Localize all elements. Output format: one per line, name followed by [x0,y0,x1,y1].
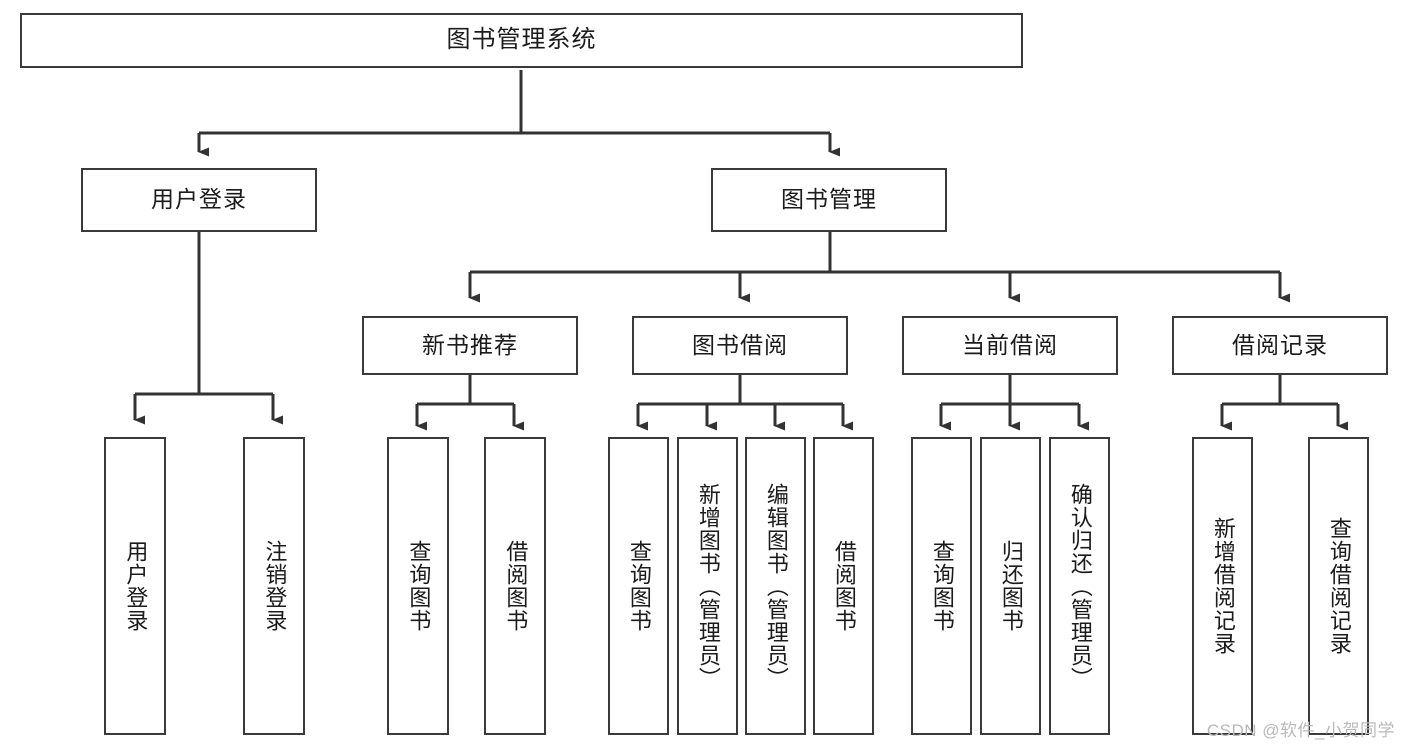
watermark: CSDN @软件_小贺同学 [1206,721,1395,740]
node-leaf-user-logout[interactable]: 注销登录 [243,437,305,735]
node-root-label: 图书管理系统 [446,26,597,54]
node-leaf-add-book[interactable]: 新增图书（管理员） [677,437,738,735]
node-root[interactable]: 图书管理系统 [20,13,1023,68]
node-leaf-borrow-book-1[interactable]: 借阅图书 [484,437,546,735]
node-borrow-record[interactable]: 借阅记录 [1172,316,1388,375]
node-leaf-return-book[interactable]: 归还图书 [980,437,1041,735]
node-leaf-query-book-1[interactable]: 查询图书 [387,437,449,735]
node-borrow-record-label: 借阅记录 [1232,331,1328,358]
node-leaf-borrow-book-1-label: 借阅图书 [503,540,529,632]
node-leaf-confirm-return-label: 确认归还（管理员） [1067,482,1093,690]
node-leaf-confirm-return[interactable]: 确认归还（管理员） [1049,437,1110,735]
node-leaf-add-record-label: 新增借阅记录 [1210,517,1236,655]
node-book-borrow[interactable]: 图书借阅 [632,316,848,375]
node-new-book-rec[interactable]: 新书推荐 [362,316,578,375]
node-leaf-borrow-book-2[interactable]: 借阅图书 [813,437,874,735]
node-leaf-edit-book[interactable]: 编辑图书（管理员） [745,437,806,735]
node-leaf-return-book-label: 归还图书 [998,540,1024,632]
node-leaf-borrow-book-2-label: 借阅图书 [831,540,857,632]
node-leaf-user-logout-label: 注销登录 [262,540,288,632]
node-leaf-query-record[interactable]: 查询借阅记录 [1308,437,1369,735]
node-new-book-rec-label: 新书推荐 [422,331,518,358]
node-book-borrow-label: 图书借阅 [692,331,788,358]
node-book-manage-label: 图书管理 [781,186,877,213]
node-user-login[interactable]: 用户登录 [81,168,317,232]
node-leaf-add-record[interactable]: 新增借阅记录 [1192,437,1253,735]
node-leaf-query-book-1-label: 查询图书 [406,540,432,632]
node-leaf-query-book-2[interactable]: 查询图书 [608,437,669,735]
node-leaf-query-book-3-label: 查询图书 [929,540,955,632]
node-leaf-edit-book-label: 编辑图书（管理员） [763,482,789,690]
node-current-borrow-label: 当前借阅 [962,331,1058,358]
node-leaf-query-record-label: 查询借阅记录 [1326,517,1352,655]
node-leaf-add-book-label: 新增图书（管理员） [695,482,721,690]
node-leaf-query-book-3[interactable]: 查询图书 [911,437,972,735]
node-user-login-label: 用户登录 [151,186,247,213]
node-leaf-user-login[interactable]: 用户登录 [104,437,166,735]
node-leaf-query-book-2-label: 查询图书 [626,540,652,632]
node-leaf-user-login-label: 用户登录 [123,540,149,632]
node-book-manage[interactable]: 图书管理 [711,168,947,232]
node-current-borrow[interactable]: 当前借阅 [902,316,1118,375]
